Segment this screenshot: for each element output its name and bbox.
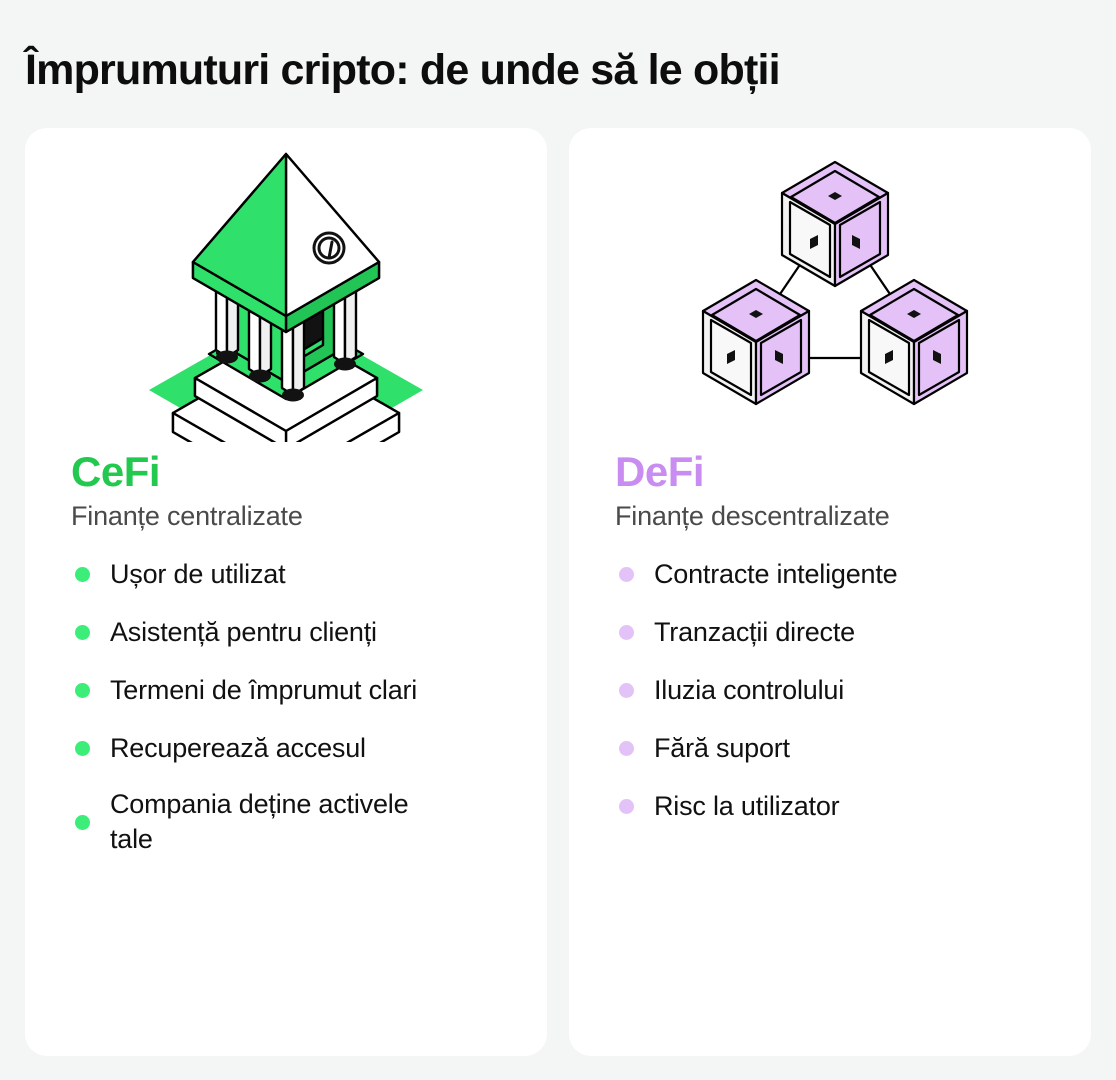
bullet-dot-icon [619,625,634,641]
card-body-cefi: CeFi Finanțe centralizate Ușor de utiliz… [25,448,547,858]
bullet-dot-icon [619,741,634,757]
bank-illustration [25,128,547,448]
card-subtitle-defi: Finanțe descentralizate [615,501,890,532]
card-defi: DeFi Finanțe descentralizate Contracte i… [569,128,1091,1056]
feature-label: Iluzia controlului [654,674,845,705]
list-item: Ușor de utilizat [71,555,501,595]
blockchain-illustration [569,128,1091,448]
feature-label: Asistență pentru clienți [110,616,377,647]
feature-label: Ușor de utilizat [110,558,286,589]
feature-list-defi: Contracte inteligente Tranzacții directe… [615,555,1045,827]
feature-label: Contracte inteligente [654,558,898,589]
bullet-dot-icon [75,567,90,583]
list-item: Compania deține activele tale [71,787,501,858]
feature-label: Risc la utilizator [654,790,840,821]
page-title: Împrumuturi cripto: de unde să le obții [25,45,781,94]
bullet-dot-icon [75,625,90,641]
card-body-defi: DeFi Finanțe descentralizate Contracte i… [569,448,1091,827]
list-item: Asistență pentru clienți [71,613,501,653]
card-heading-defi: DeFi [615,448,705,495]
feature-label: Compania deține activele tale [110,788,409,855]
bullet-dot-icon [619,683,634,699]
isometric-blockchain-cubes-icon [701,160,969,406]
card-subtitle-cefi: Finanțe centralizate [71,501,303,532]
list-item: Fără suport [615,729,1045,769]
list-item: Tranzacții directe [615,613,1045,653]
list-item: Termeni de împrumut clari [71,671,501,711]
isometric-bank-building-icon [149,152,423,442]
list-item: Contracte inteligente [615,555,1045,595]
bullet-dot-icon [75,683,90,699]
bullet-dot-icon [619,567,634,583]
bullet-dot-icon [75,814,90,830]
list-item: Iluzia controlului [615,671,1045,711]
feature-label: Recuperează accesul [110,732,366,763]
feature-list-cefi: Ușor de utilizat Asistență pentru clienț… [71,555,501,858]
bullet-dot-icon [75,741,90,757]
list-item: Risc la utilizator [615,787,1045,827]
comparison-cards: CeFi Finanțe centralizate Ușor de utiliz… [25,128,1091,1056]
card-cefi: CeFi Finanțe centralizate Ușor de utiliz… [25,128,547,1056]
list-item: Recuperează accesul [71,729,501,769]
card-heading-cefi: CeFi [71,448,161,495]
feature-label: Fără suport [654,732,790,763]
feature-label: Termeni de împrumut clari [110,674,418,705]
feature-label: Tranzacții directe [654,616,855,647]
bullet-dot-icon [619,799,634,815]
